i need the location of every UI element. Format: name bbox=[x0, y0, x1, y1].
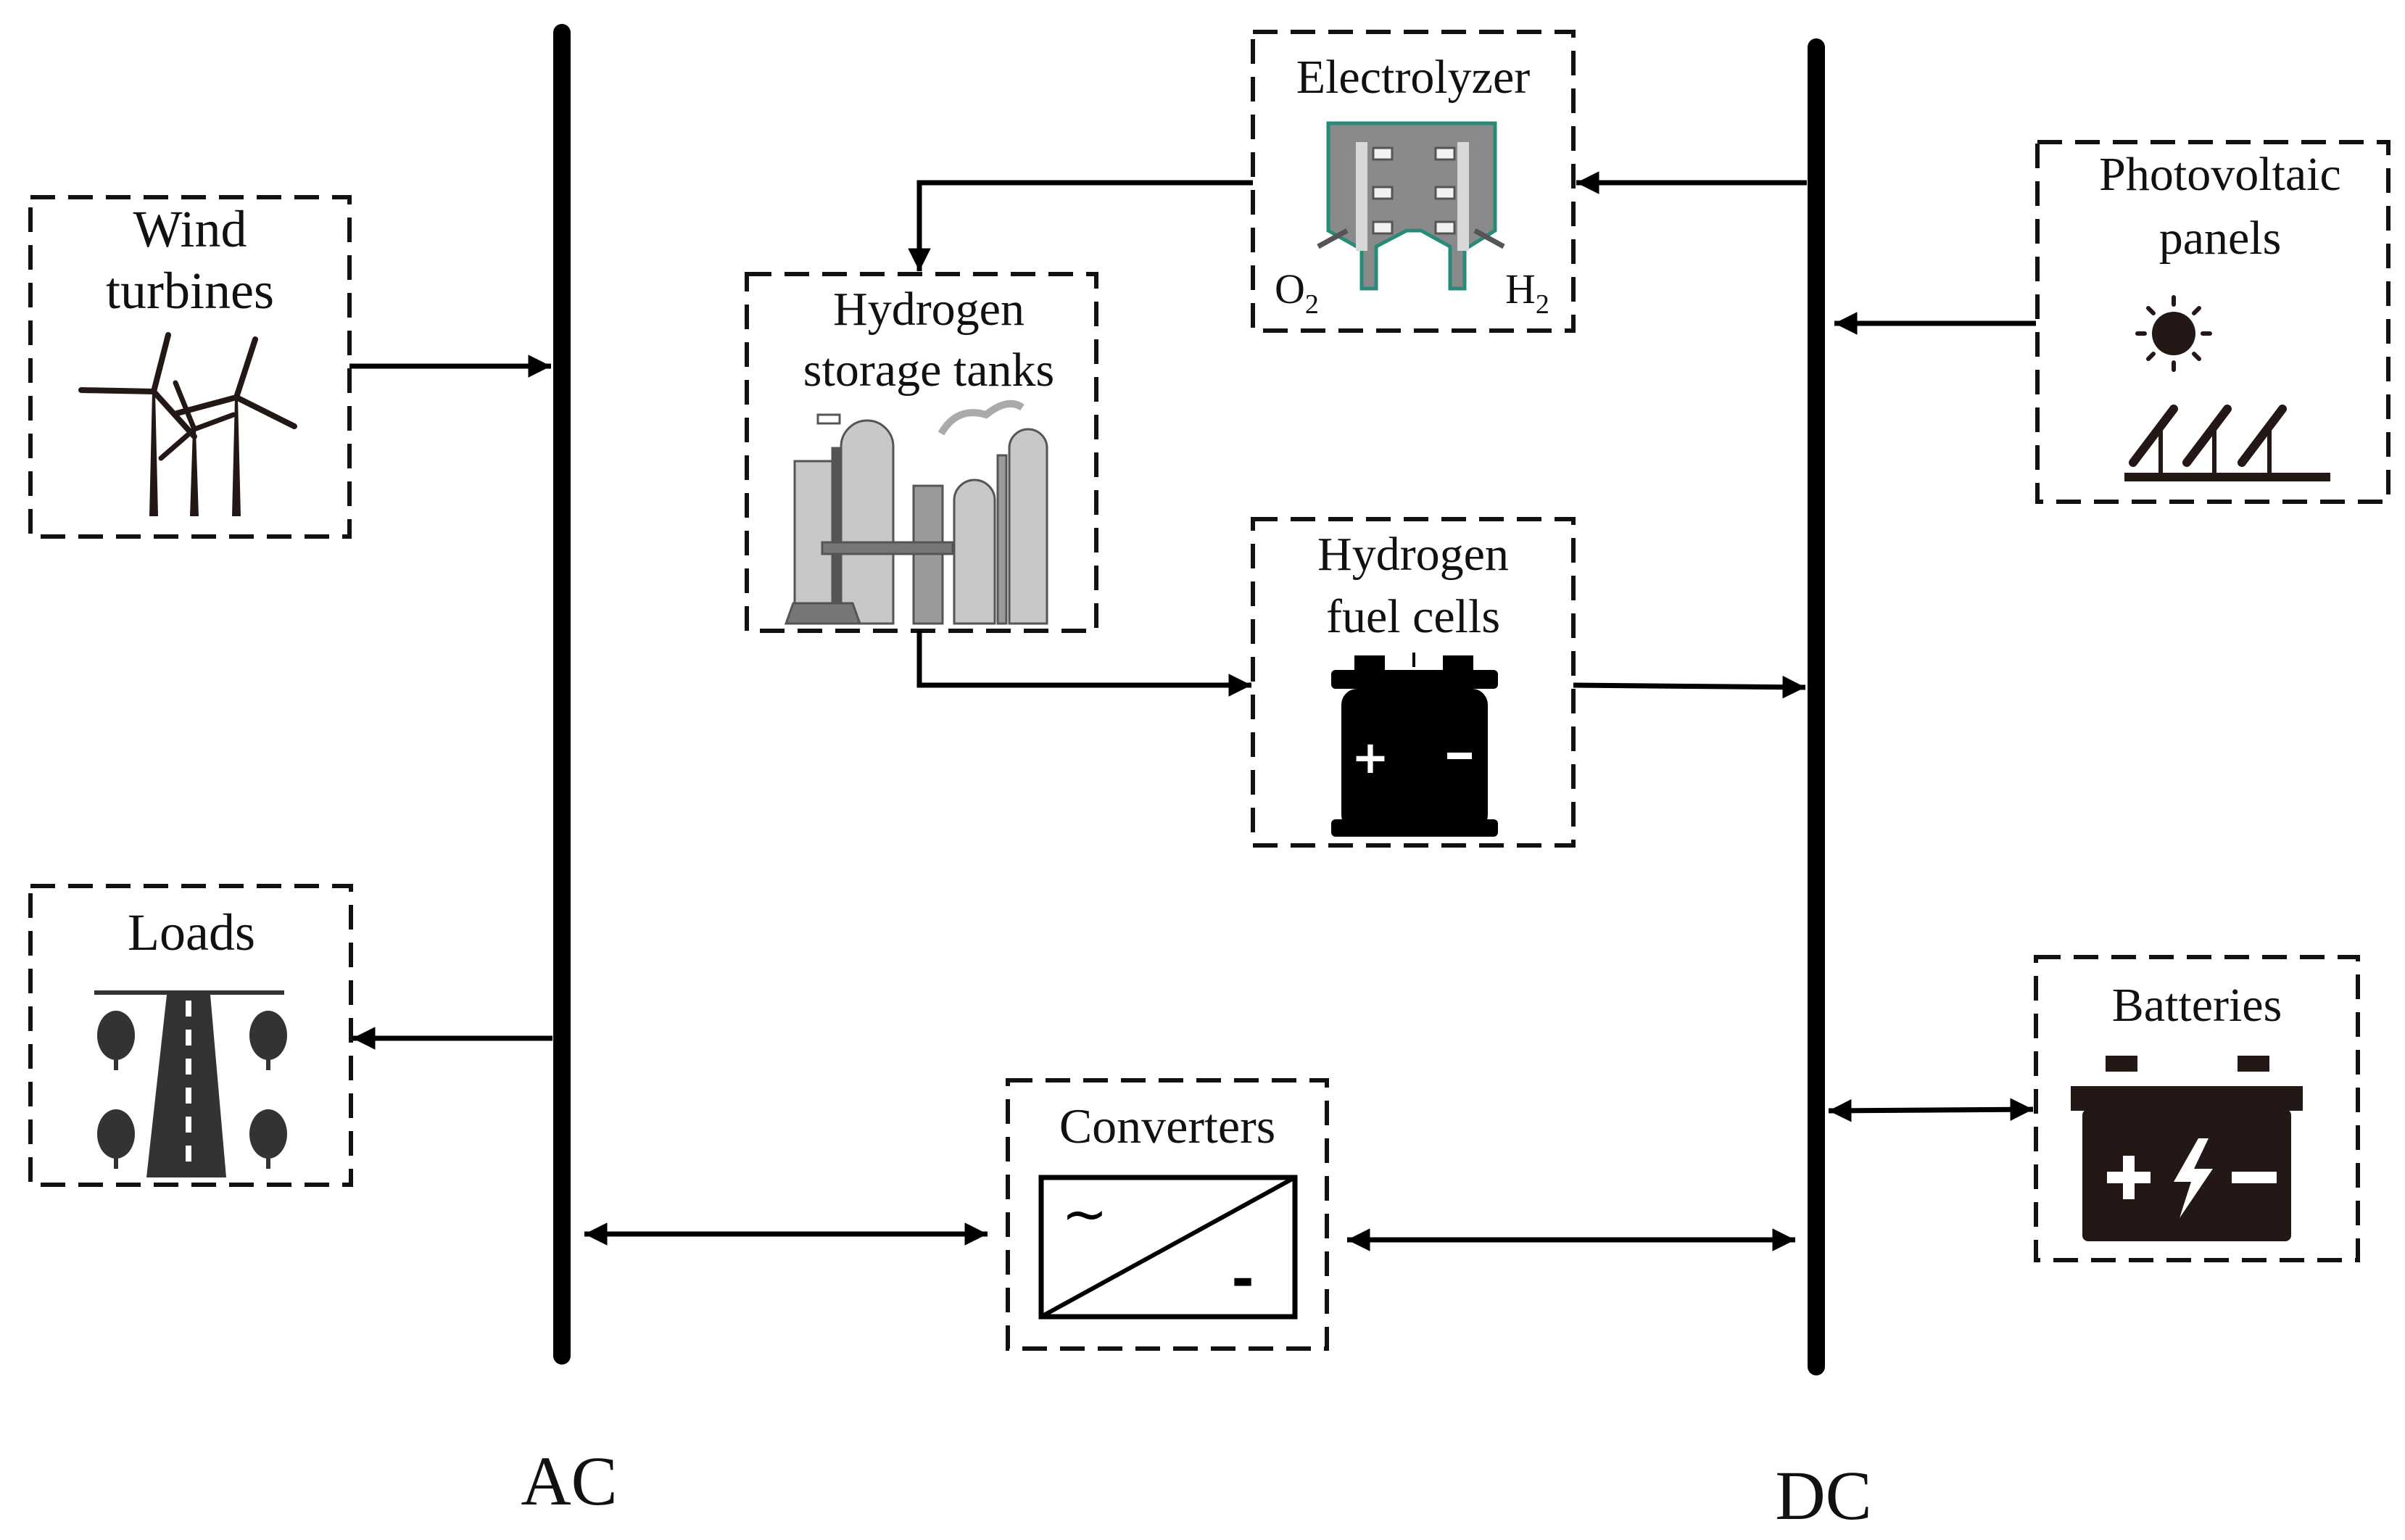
fuel-cells-label-line1: Hydrogen bbox=[1317, 528, 1509, 581]
road-with-trees-icon bbox=[94, 990, 287, 1177]
storage-label-line1: Hydrogen bbox=[833, 283, 1024, 336]
fuel-cells-node: Hydrogen fuel cells + bbox=[1251, 517, 1576, 848]
fuel-cells-to-dc-arrow bbox=[1573, 675, 1806, 699]
dc-bus-label: DC bbox=[1775, 1457, 1871, 1534]
hydrogen-plant-tanks-icon bbox=[784, 400, 1048, 625]
fuel-cells-label-line2: fuel cells bbox=[1326, 590, 1500, 643]
pv-label-line1: Photovoltaic bbox=[2099, 148, 2341, 201]
electrolyzer-o2: O2 bbox=[1275, 265, 1319, 320]
wind-label-line2: turbines bbox=[106, 262, 274, 320]
storage-label-line2: storage tanks bbox=[803, 344, 1054, 397]
electrolyzer-h2: H2 bbox=[1505, 265, 1549, 320]
pv-label-line2: panels bbox=[2159, 212, 2282, 265]
electrolyzer-cell-icon bbox=[1317, 121, 1505, 291]
dc-batteries-arrow bbox=[1828, 1098, 2034, 1122]
loads-label: Loads bbox=[128, 903, 255, 961]
electrolyzer-to-storage-arrow bbox=[908, 180, 1253, 271]
ac-dc-converter-icon: ~ - bbox=[1038, 1175, 1298, 1320]
hydrogen-storage-node: Hydrogen storage tanks bbox=[745, 272, 1098, 633]
converter-ac-symbol: ~ bbox=[1061, 1181, 1108, 1246]
fuel-cell-battery-icon: + bbox=[1331, 653, 1498, 837]
wind-label-line1: Wind bbox=[133, 200, 247, 258]
electrolyzer-node: Electrolyzer O2 H2 bbox=[1251, 30, 1576, 333]
svg-text:+: + bbox=[1351, 731, 1389, 784]
wind-turbines-icon bbox=[78, 332, 297, 516]
ac-bus-label: AC bbox=[521, 1442, 617, 1520]
sun-and-solar-panels-icon bbox=[2124, 295, 2330, 481]
batteries-label: Batteries bbox=[2112, 979, 2282, 1032]
storage-to-fuel-cells-arrow bbox=[916, 631, 1251, 697]
converter-dc-symbol: - bbox=[1231, 1246, 1254, 1311]
converters-node: Converters ~ - bbox=[1006, 1078, 1329, 1351]
pv-node: Photovoltaic panels bbox=[2035, 140, 2390, 504]
batteries-node: Batteries bbox=[2034, 955, 2360, 1262]
electrolyzer-label: Electrolyzer bbox=[1296, 51, 1530, 104]
car-battery-icon bbox=[2071, 1056, 2303, 1241]
converters-label: Converters bbox=[1059, 1098, 1275, 1154]
wind-turbines-node: Wind turbines bbox=[28, 195, 352, 539]
loads-node: Loads bbox=[28, 884, 353, 1187]
